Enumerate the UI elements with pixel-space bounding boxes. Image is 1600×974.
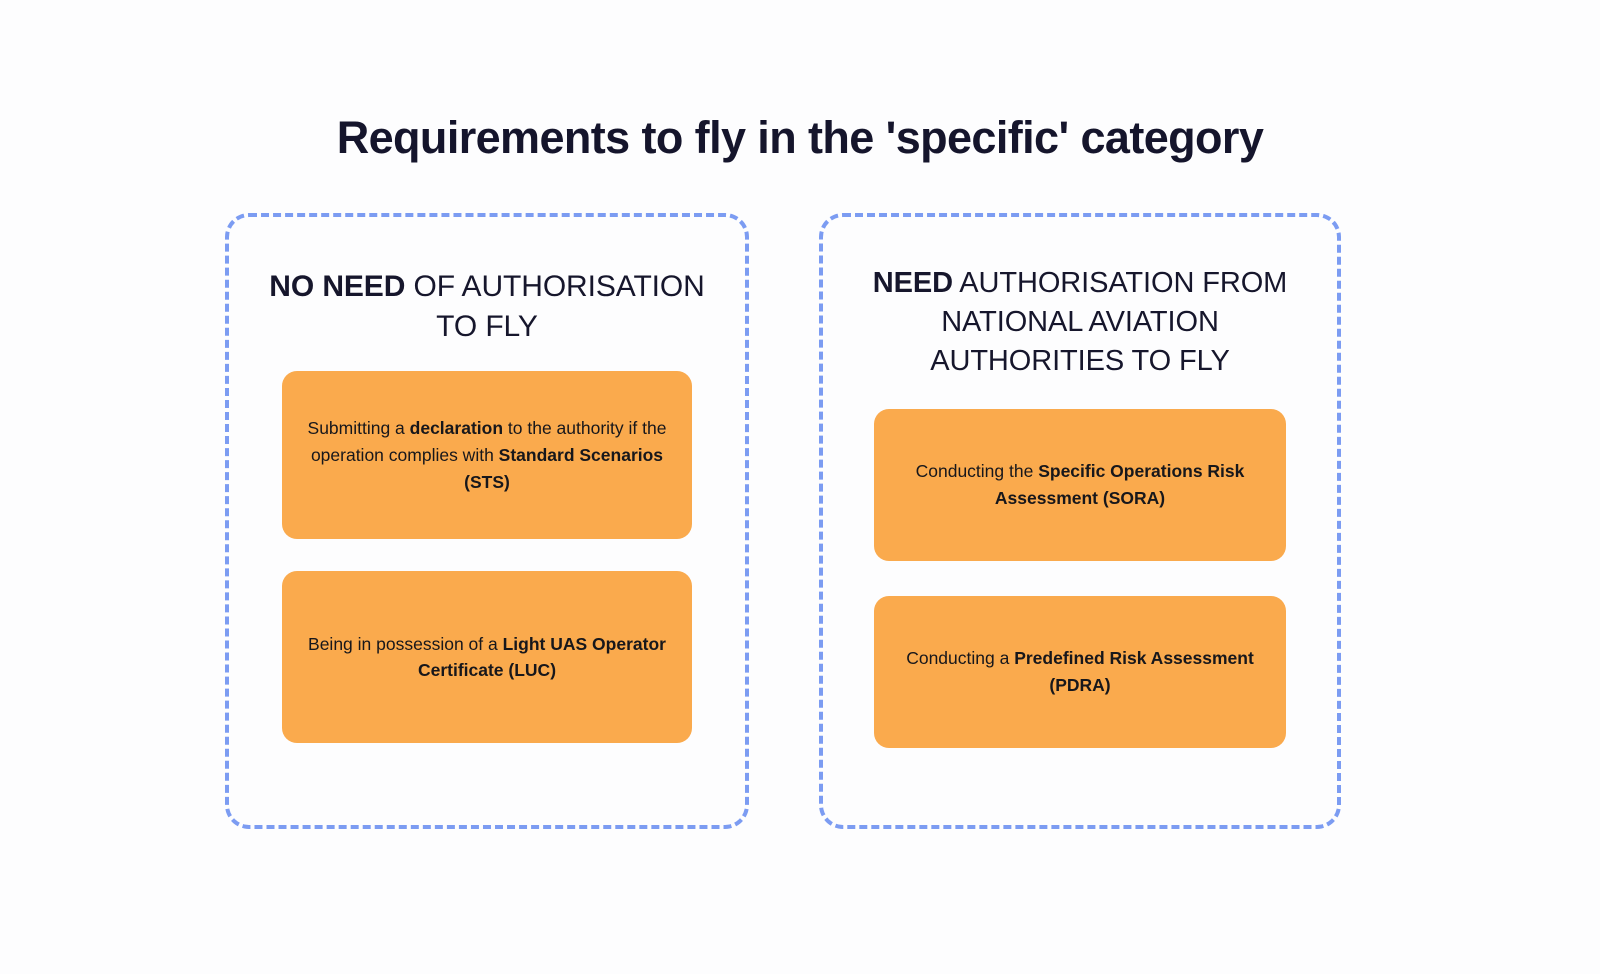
card-stack-no-authorisation: Submitting a declaration to the authorit… (229, 347, 745, 744)
panel-no-authorisation: NO NEED OF AUTHORISATION TO FLY Submitti… (225, 213, 749, 829)
panel-heading-no-authorisation: NO NEED OF AUTHORISATION TO FLY (269, 270, 705, 344)
card-stack-authorisation-required: Conducting the Specific Operations Risk … (823, 381, 1337, 748)
card-pdra[interactable]: Conducting a Predefined Risk Assessment … (874, 595, 1286, 748)
card-text: Conducting the Specific Operations Risk … (915, 460, 1245, 508)
card-text: Being in possession of a Light UAS Opera… (308, 633, 666, 681)
page-title: Requirements to fly in the 'specific' ca… (336, 112, 1264, 164)
card-text: Submitting a declaration to the authorit… (307, 418, 667, 492)
card-text: Conducting a Predefined Risk Assessment … (906, 647, 1254, 695)
heading-emphasis: NO NEED (269, 270, 406, 303)
heading-emphasis: NEED (872, 267, 953, 299)
card-declaration-sts[interactable]: Submitting a declaration to the authorit… (282, 371, 692, 540)
card-luc[interactable]: Being in possession of a Light UAS Opera… (282, 571, 692, 744)
panel-heading-authorisation-required: NEED AUTHORISATION FROM NATIONAL AVIATIO… (872, 267, 1288, 377)
panel-group: NO NEED OF AUTHORISATION TO FLY Submitti… (0, 213, 1600, 829)
panel-authorisation-required: NEED AUTHORISATION FROM NATIONAL AVIATIO… (819, 213, 1341, 829)
card-sora[interactable]: Conducting the Specific Operations Risk … (874, 408, 1286, 561)
